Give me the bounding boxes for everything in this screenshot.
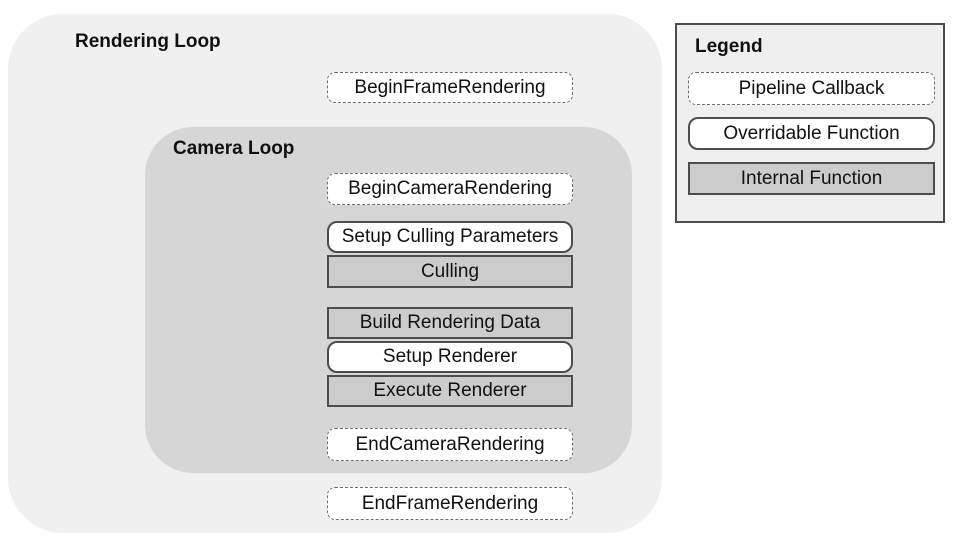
node-setup-renderer: Setup Renderer (327, 341, 573, 373)
camera-loop-title: Camera Loop (173, 138, 295, 159)
node-execute-renderer: Execute Renderer (327, 375, 573, 407)
node-culling: Culling (327, 255, 573, 288)
legend-item-internal-function: Internal Function (688, 162, 935, 195)
node-build-rendering-data: Build Rendering Data (327, 307, 573, 339)
node-end-camera-rendering: EndCameraRendering (327, 428, 573, 461)
rendering-loop-title: Rendering Loop (75, 31, 221, 52)
node-begin-camera-rendering: BeginCameraRendering (327, 173, 573, 205)
node-begin-frame-rendering: BeginFrameRendering (327, 72, 573, 103)
legend-title: Legend (695, 36, 763, 57)
legend-item-overridable-function: Overridable Function (688, 117, 935, 150)
legend-item-pipeline-callback: Pipeline Callback (688, 72, 935, 105)
legend-panel: Legend Pipeline Callback Overridable Fun… (675, 23, 945, 223)
rendering-loop-group: Rendering Loop BeginFrameRendering Camer… (8, 14, 662, 533)
node-end-frame-rendering: EndFrameRendering (327, 487, 573, 520)
node-setup-culling-parameters: Setup Culling Parameters (327, 221, 573, 253)
camera-loop-group: Camera Loop BeginCameraRendering Setup C… (145, 127, 632, 473)
